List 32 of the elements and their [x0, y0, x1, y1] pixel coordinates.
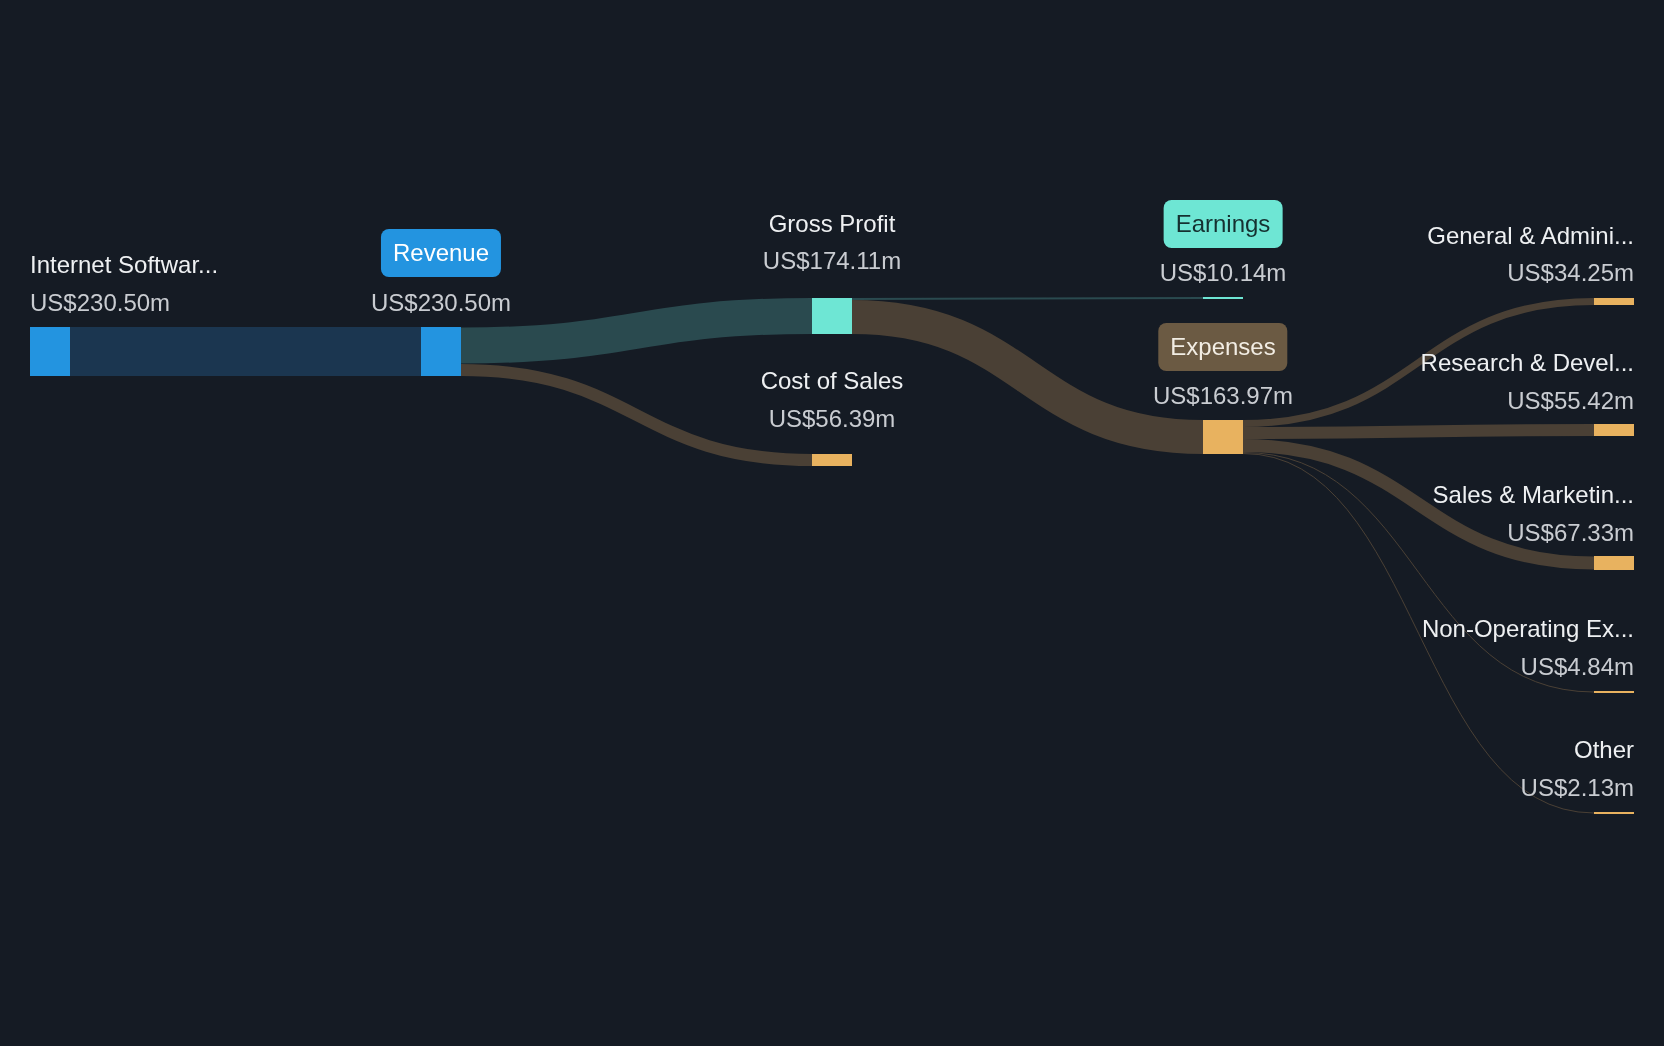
node-value: US$230.50m: [30, 289, 171, 317]
node-value: US$67.33m: [1507, 519, 1634, 547]
flow-band: [1242, 453, 1595, 814]
node-label: Gross Profit: [768, 210, 896, 238]
node-value: US$230.50m: [370, 289, 512, 317]
flow-band: [1242, 452, 1595, 693]
node-value: US$163.97m: [1152, 382, 1294, 410]
node-value: US$55.42m: [1507, 387, 1634, 415]
flow-band: [1242, 439, 1595, 570]
node-label: Research & Devel...: [1420, 349, 1634, 377]
flow-band: [1242, 298, 1595, 427]
node-value: US$56.39m: [768, 405, 896, 433]
node-label: Non-Operating Ex...: [1421, 615, 1634, 643]
flow-band: [460, 298, 813, 364]
node-value: US$2.13m: [1520, 774, 1634, 802]
node-label: Cost of Sales: [760, 367, 904, 395]
node-value: US$4.84m: [1520, 653, 1634, 681]
flow-band: [70, 327, 421, 376]
node-label-tag: Expenses: [1158, 323, 1288, 371]
node-value: US$10.14m: [1159, 259, 1287, 287]
node-label: General & Admini...: [1427, 222, 1634, 250]
node-value: US$34.25m: [1507, 259, 1634, 287]
node-label: Sales & Marketin...: [1432, 481, 1634, 509]
node-label-tag: Earnings: [1163, 200, 1283, 248]
flow-band: [851, 300, 1204, 454]
flow-band: [851, 297, 1204, 300]
node-label-tag: Revenue: [380, 229, 502, 277]
flow-band: [460, 364, 813, 466]
node-label: Internet Softwar...: [30, 251, 219, 279]
node-value: US$174.11m: [762, 247, 902, 275]
node-label: Other: [1573, 736, 1634, 764]
flow-band: [1243, 424, 1594, 439]
